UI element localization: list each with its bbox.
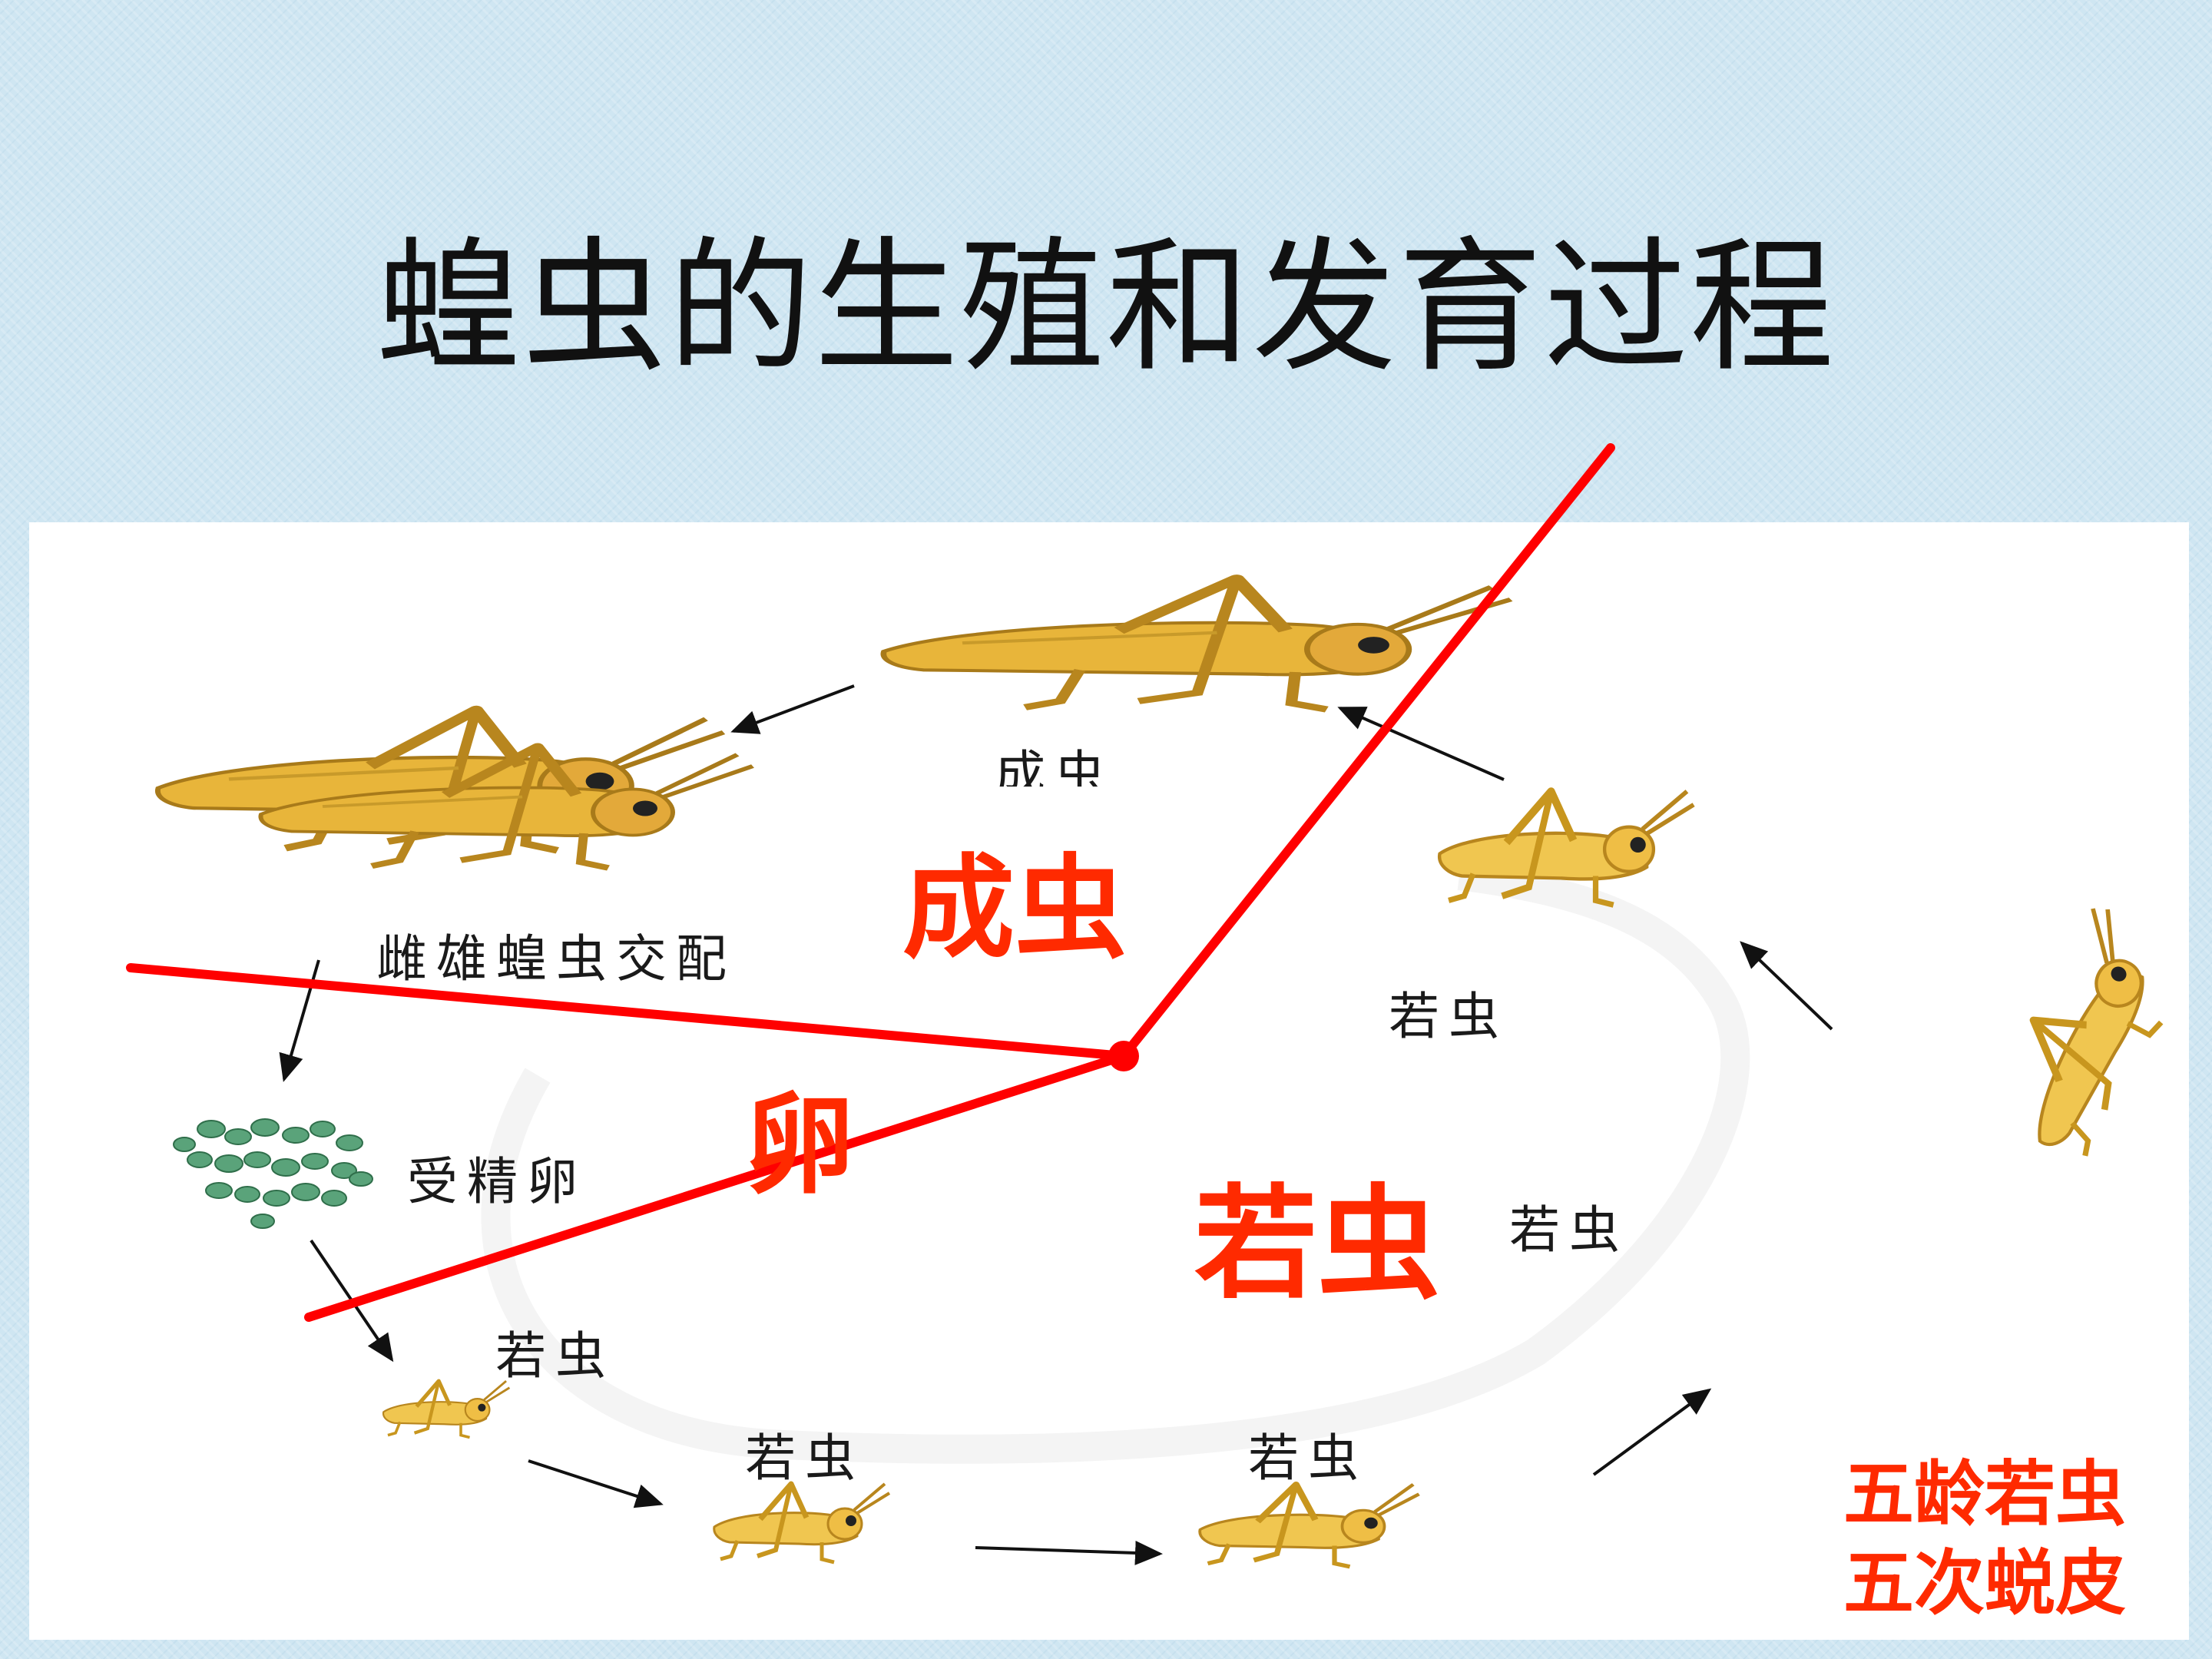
label-nymph-3: 若虫 bbox=[1248, 1429, 1368, 1488]
arrow-nymph5-to-nymph4 bbox=[1740, 941, 1833, 1031]
mating-grasshoppers bbox=[157, 710, 753, 869]
stage-nymph: 若虫 bbox=[1194, 1172, 1441, 1316]
divider-center-dot bbox=[1108, 1041, 1139, 1071]
stage-adult: 成虫 bbox=[902, 843, 1127, 974]
nymph-stage-3 bbox=[1200, 1485, 1419, 1567]
divider-line-upper bbox=[126, 963, 1128, 1061]
label-adult: 成虫 bbox=[995, 745, 1114, 804]
molting-note-line2: 五次蜕皮 bbox=[1843, 1542, 2127, 1624]
nymph-stage-5 bbox=[1985, 903, 2196, 1166]
divider-line-lower bbox=[304, 1051, 1128, 1322]
stage-egg: 卵 bbox=[745, 1082, 854, 1209]
stage-divider-lines bbox=[126, 443, 1615, 1322]
page-title: 蝗虫的生殖和发育过程 bbox=[376, 224, 1836, 392]
label-fertilized-egg: 受精卵 bbox=[407, 1152, 587, 1211]
arrow-nymph3-to-nymph5 bbox=[1592, 1388, 1712, 1476]
nymph-stage-1 bbox=[383, 1381, 509, 1437]
label-nymph-4: 若虫 bbox=[1389, 987, 1508, 1046]
label-nymph-1: 若虫 bbox=[495, 1326, 615, 1386]
divider-line-adult bbox=[1119, 443, 1615, 1061]
label-nymph-5: 若虫 bbox=[1509, 1200, 1629, 1260]
arrow-nymph2-to-nymph3 bbox=[975, 1540, 1163, 1565]
arrow-nymph1-to-nymph2 bbox=[528, 1459, 664, 1508]
fertilized-eggs bbox=[173, 1118, 373, 1229]
molting-note: 五龄若虫 五次蜕皮 bbox=[1843, 1450, 2197, 1628]
arrow-nymph4-to-adult bbox=[1337, 707, 1505, 781]
arrow-adult-to-mating bbox=[730, 684, 855, 734]
nymph-stage-2 bbox=[714, 1484, 889, 1562]
label-mating: 雌雄蝗虫交配 bbox=[376, 929, 736, 988]
molting-note-line1: 五龄若虫 bbox=[1843, 1453, 2127, 1535]
label-nymph-2: 若虫 bbox=[745, 1429, 865, 1488]
cycle-path bbox=[481, 861, 1750, 1464]
